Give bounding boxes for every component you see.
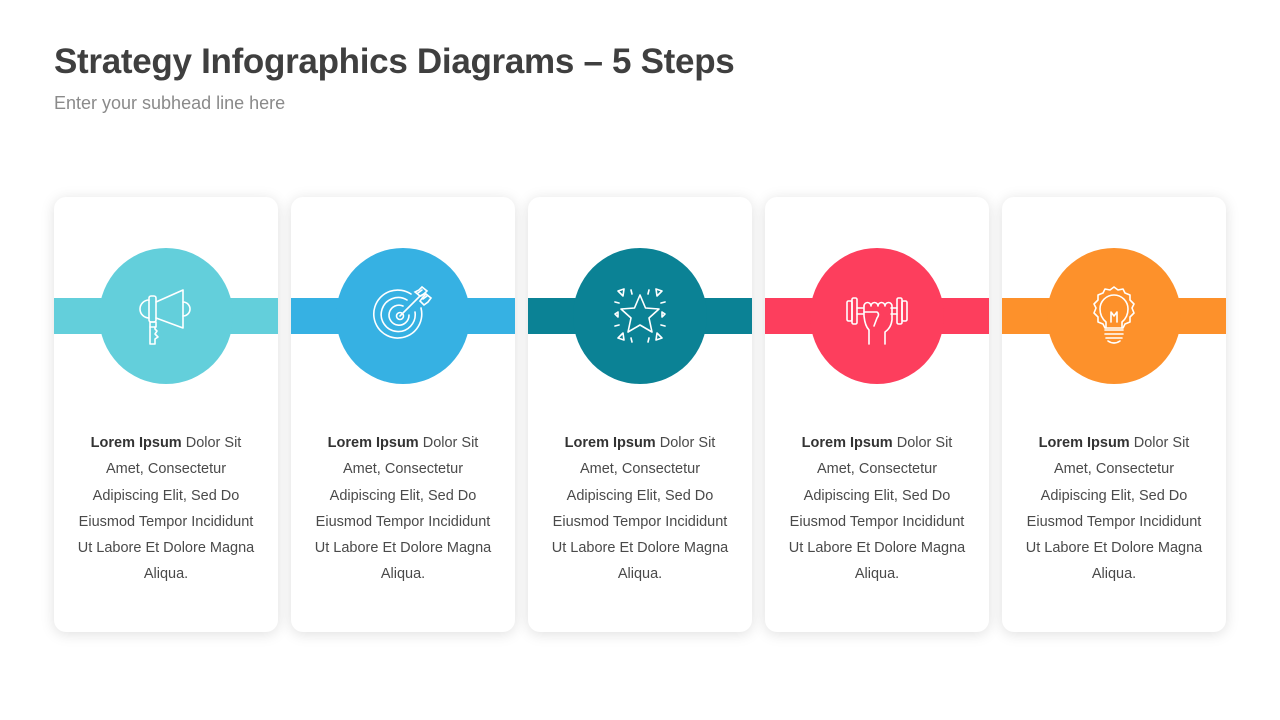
step-body-5: Dolor Sit Amet, Consectetur Adipiscing E… — [1025, 435, 1203, 583]
step-circle-2 — [336, 248, 470, 384]
step-circle-4 — [810, 248, 944, 384]
step-body-3: Dolor Sit Amet, Consectetur Adipiscing E… — [551, 435, 729, 583]
step-body-1: Dolor Sit Amet, Consectetur Adipiscing E… — [77, 435, 255, 583]
lightbulb-icon — [1093, 286, 1135, 344]
step-description-4: Lorem Ipsum Dolor Sit Amet, Consectetur … — [783, 430, 971, 588]
page-subtitle: Enter your subhead line here — [54, 93, 286, 113]
dumbbell-fist-icon — [846, 297, 908, 345]
step-heading-2: Lorem Ipsum — [327, 435, 419, 451]
step-heading-4: Lorem Ipsum — [801, 435, 893, 451]
target-arrow-icon — [372, 285, 433, 339]
step-card-3: Lorem Ipsum Dolor Sit Amet, Consectetur … — [528, 197, 752, 632]
step-circle-5 — [1047, 248, 1181, 384]
step-circle-3 — [573, 248, 707, 384]
page-title: Strategy Infographics Diagrams – 5 Steps — [54, 42, 735, 81]
step-circle-1 — [99, 248, 233, 384]
step-card-5: Lorem Ipsum Dolor Sit Amet, Consectetur … — [1002, 197, 1226, 632]
star-sparkle-icon — [614, 288, 666, 343]
step-card-1: Lorem Ipsum Dolor Sit Amet, Consectetur … — [54, 197, 278, 632]
step-card-4: Lorem Ipsum Dolor Sit Amet, Consectetur … — [765, 197, 989, 632]
step-card-2: Lorem Ipsum Dolor Sit Amet, Consectetur … — [291, 197, 515, 632]
step-heading-5: Lorem Ipsum — [1038, 435, 1130, 451]
step-description-3: Lorem Ipsum Dolor Sit Amet, Consectetur … — [546, 430, 734, 588]
step-body-2: Dolor Sit Amet, Consectetur Adipiscing E… — [314, 435, 492, 583]
step-body-4: Dolor Sit Amet, Consectetur Adipiscing E… — [788, 435, 966, 583]
step-heading-1: Lorem Ipsum — [90, 435, 182, 451]
step-description-2: Lorem Ipsum Dolor Sit Amet, Consectetur … — [309, 430, 497, 588]
step-description-1: Lorem Ipsum Dolor Sit Amet, Consectetur … — [72, 430, 260, 588]
step-heading-3: Lorem Ipsum — [564, 435, 656, 451]
step-description-5: Lorem Ipsum Dolor Sit Amet, Consectetur … — [1020, 430, 1208, 588]
megaphone-icon — [139, 289, 191, 345]
